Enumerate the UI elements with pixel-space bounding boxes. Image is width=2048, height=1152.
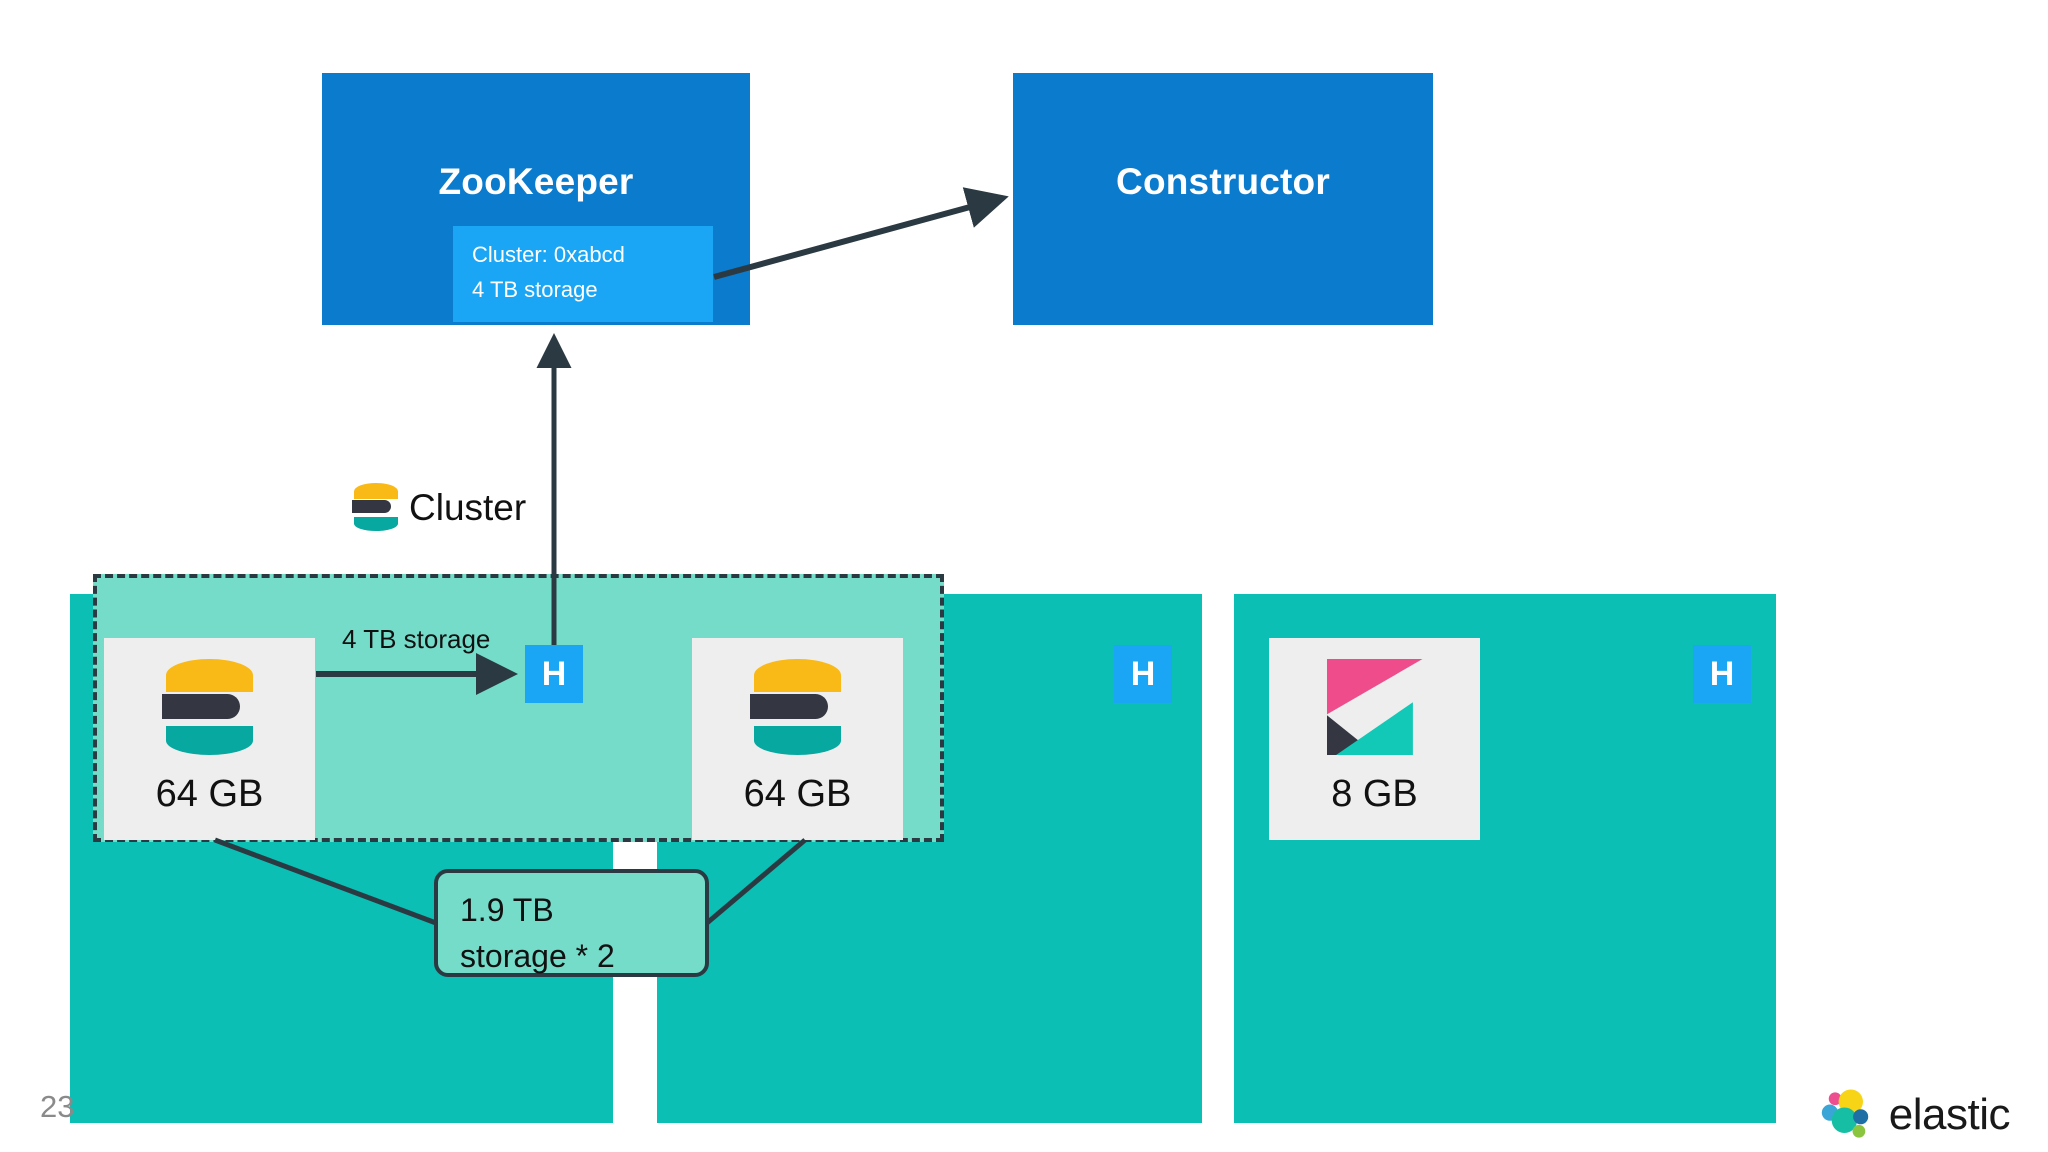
constructor-title: Constructor [1116, 161, 1330, 202]
proxy-badge-label: H [1130, 655, 1156, 693]
elasticsearch-logo-icon [749, 659, 846, 755]
proxy-badge-zone-1[interactable]: H [525, 645, 583, 703]
zookeeper-cluster-id: Cluster: 0xabcd [472, 242, 625, 267]
constructor-box[interactable]: Constructor [1013, 73, 1433, 325]
proxy-badge-label: H [541, 655, 567, 693]
storage-callout: 1.9 TB storage * 2 [434, 869, 709, 977]
cluster-legend-label: Cluster [409, 486, 527, 528]
cluster-legend: Cluster [352, 483, 526, 531]
elastic-logo-icon [1821, 1089, 1868, 1138]
elasticsearch-logo-icon [352, 483, 400, 531]
zookeeper-box[interactable]: ZooKeeper Cluster: 0xabcd 4 TB storage [322, 73, 750, 325]
node-tile-elasticsearch-a[interactable]: 64 GB [104, 638, 315, 840]
storage-callout-line-2: storage * 2 [460, 938, 615, 974]
kibana-logo-icon [1326, 659, 1423, 755]
connector-zookeeper-to-constructor [713, 187, 1009, 280]
node-tile-kibana[interactable]: 8 GB [1269, 638, 1480, 840]
proxy-badge-zone-3[interactable]: H [1693, 645, 1751, 703]
node-tile-elasticsearch-b[interactable]: 64 GB [692, 638, 903, 840]
node-memory-label: 64 GB [155, 773, 264, 815]
node-memory-label: 64 GB [743, 773, 852, 815]
edge-label-storage: 4 TB storage [342, 624, 491, 654]
proxy-badge-zone-2[interactable]: H [1114, 645, 1172, 703]
zookeeper-cluster-meta: Cluster: 0xabcd 4 TB storage [453, 226, 713, 322]
proxy-badge-label: H [1709, 655, 1735, 693]
brand-name: elastic [1888, 1090, 2011, 1139]
zookeeper-title: ZooKeeper [438, 161, 634, 202]
node-memory-label: 8 GB [1331, 773, 1418, 815]
brand-footer: elastic [1816, 1086, 2011, 1144]
storage-callout-line-1: 1.9 TB [460, 892, 554, 928]
zookeeper-cluster-storage: 4 TB storage [472, 277, 598, 302]
elasticsearch-logo-icon [161, 659, 258, 755]
page-number: 23 [40, 1089, 75, 1124]
